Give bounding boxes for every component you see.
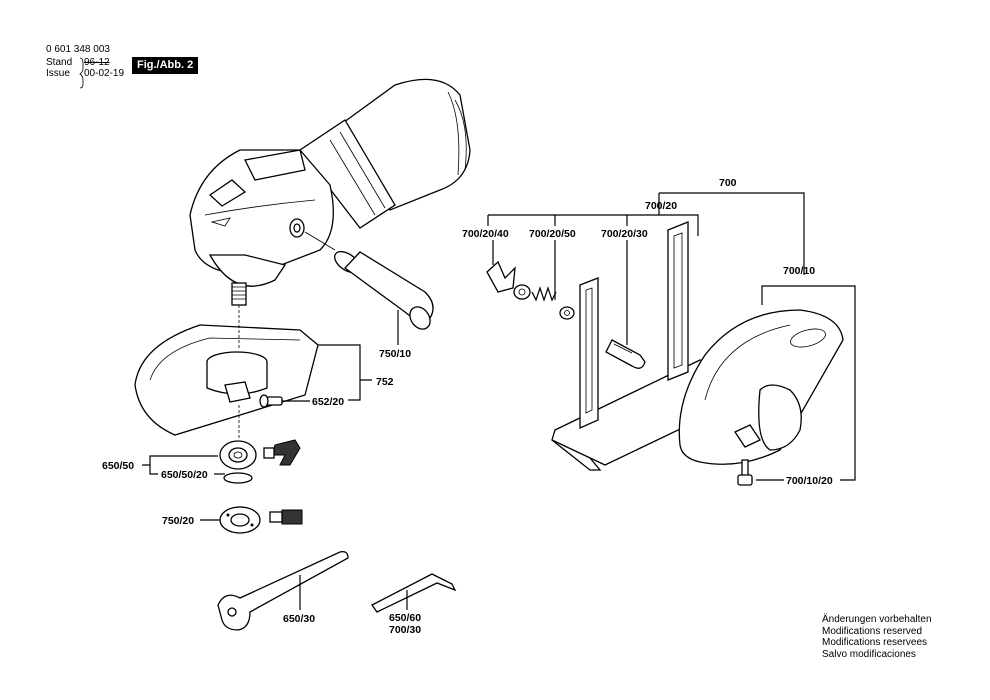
date-brace [79,57,84,89]
label-650-60: 650/60 [389,612,421,624]
spanner-illustration [217,550,349,631]
stand-label: Stand [46,57,73,68]
guide-fasteners-illustration [486,260,646,369]
label-700-20-40: 700/20/40 [462,228,509,240]
label-700-20-30: 700/20/30 [601,228,648,240]
notice-spanish: Salvo modificaciones [822,648,916,660]
angle-grinder-illustration [189,78,471,306]
label-650-50-20: 650/50/20 [161,469,208,481]
label-700-20: 700/20 [645,200,677,212]
label-700-30: 700/30 [389,624,421,636]
label-650-30: 650/30 [283,613,315,625]
wheel-guard-illustration [134,324,319,436]
label-652-20: 652/20 [312,396,344,408]
label-752: 752 [376,376,394,388]
side-handle-illustration [304,231,434,330]
hex-key-illustration [371,573,457,613]
leader-lines [142,192,856,610]
issue-date: 00-02-19 [84,68,125,79]
notice-french: Modifications reservees [822,637,928,648]
cutting-guard-illustration [678,309,844,486]
label-650-50: 650/50 [102,460,134,472]
clamping-nut-illustration [219,506,303,534]
cutting-guide-illustration [551,221,722,471]
stand-date: 96-12 [84,57,110,68]
label-700: 700 [719,177,737,189]
label-750-10: 750/10 [379,348,411,360]
notice-english: Modifications reserved [822,625,923,637]
mounting-flange-illustration [219,439,301,484]
label-700-20-50: 700/20/50 [529,228,576,240]
guard-screw-illustration [259,394,283,408]
issue-label: Issue [46,68,70,79]
document-number: 0 601 348 003 [46,44,110,55]
figure-badge: Fig./Abb. 2 [132,57,199,74]
notice-german: Änderungen vorbehalten [822,614,932,625]
label-700-10-20: 700/10/20 [786,475,833,487]
modifications-notice: Änderungen vorbehalten Modifications res… [822,614,932,660]
label-750-20: 750/20 [162,515,194,527]
label-700-10: 700/10 [783,265,815,277]
